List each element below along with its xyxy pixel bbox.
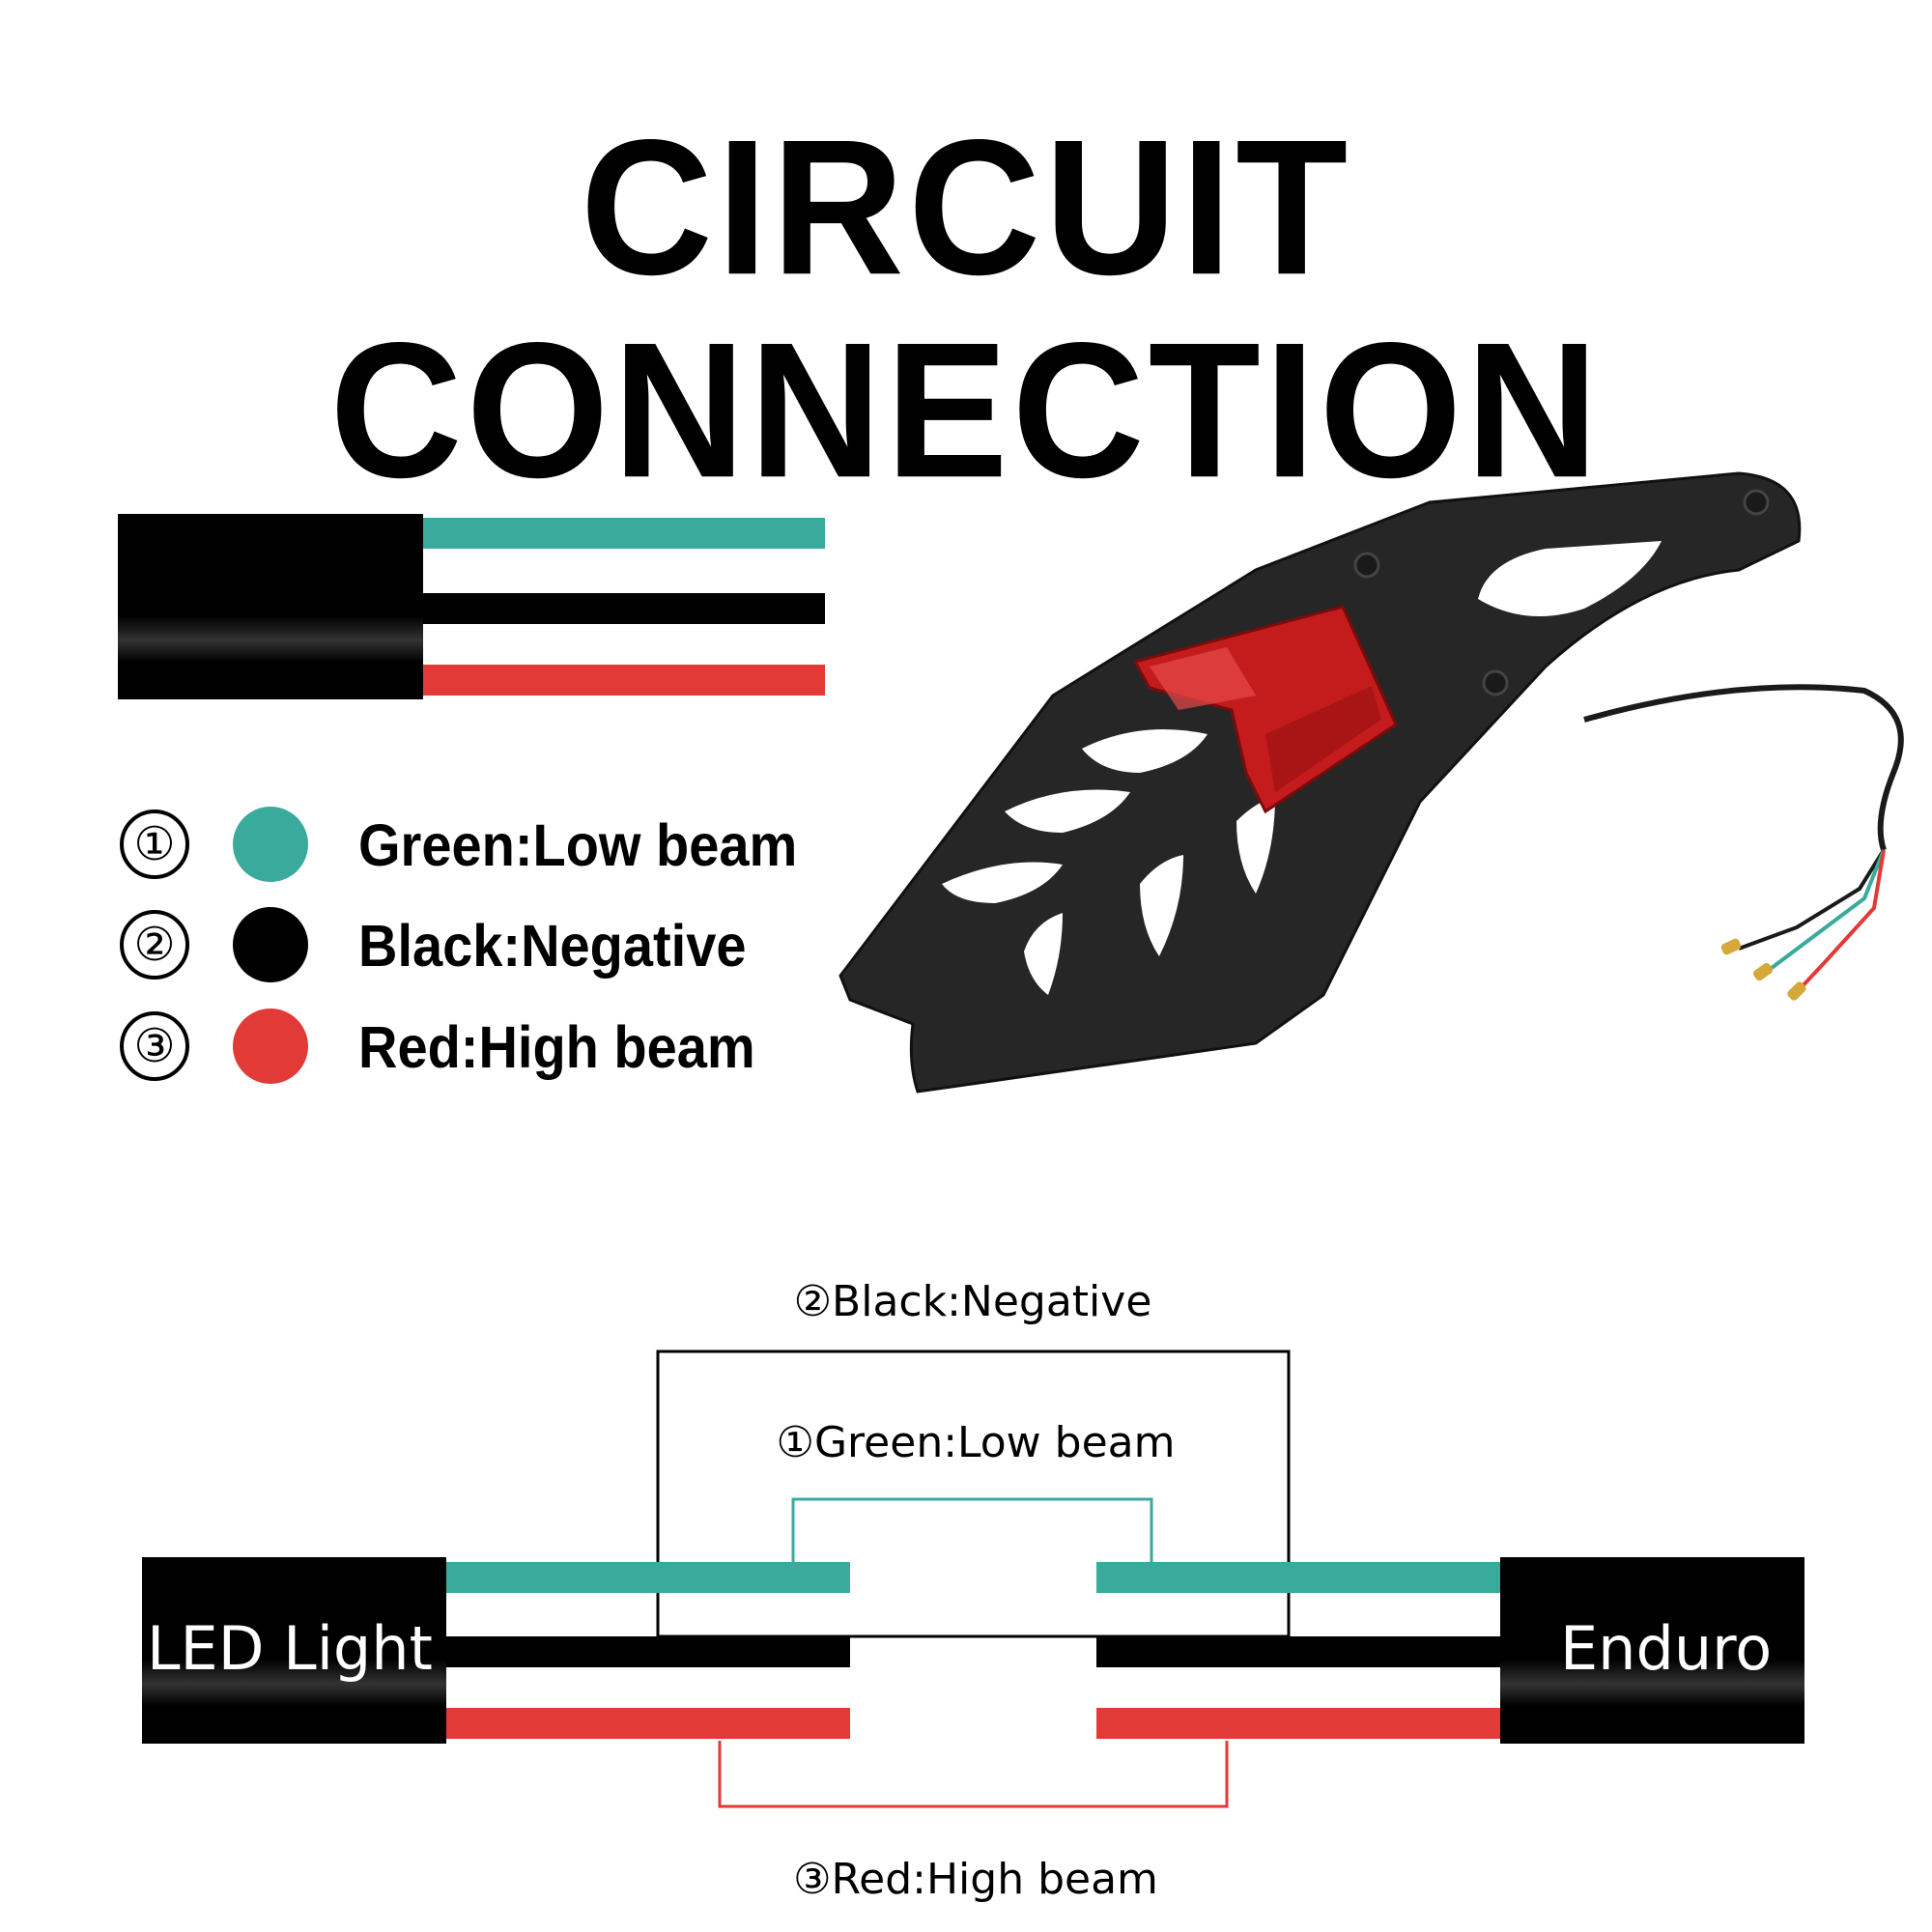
green-wire: [1096, 1562, 1502, 1593]
red-wire: [1096, 1708, 1502, 1739]
green-low-beam-label: ①Green:Low beam: [776, 1418, 1176, 1467]
led-light-label: LED Light: [147, 1613, 433, 1684]
legend-label: Black:Negative: [358, 911, 747, 979]
wire-harness: [1583, 684, 1904, 1001]
black-connection-line: [656, 1350, 1291, 1638]
red-dot: [233, 1009, 308, 1084]
green-wire: [423, 518, 825, 549]
enduro-label: Enduro: [1560, 1613, 1773, 1684]
red-wire: [423, 665, 825, 696]
red-connection-line: [718, 1741, 1229, 1808]
number-circle: ③: [120, 1011, 189, 1081]
number-circle: ①: [120, 810, 189, 879]
black-dot: [233, 907, 308, 982]
black-wire: [423, 593, 825, 624]
red-wire: [446, 1708, 850, 1739]
green-dot: [233, 807, 308, 882]
black-wire: [1096, 1636, 1502, 1667]
red-high-beam-label: ③Red:High beam: [793, 1855, 1158, 1904]
page-title: CIRCUIT CONNECTION: [329, 99, 1603, 519]
tail-light-lens: [1132, 605, 1398, 814]
black-negative-label: ②Black:Negative: [793, 1277, 1152, 1326]
legend-item-red: ③ Red:High beam: [120, 1008, 755, 1085]
black-wire: [446, 1636, 850, 1667]
green-wire: [446, 1562, 850, 1593]
legend-item-green: ① Green:Low beam: [120, 806, 797, 883]
fender-body: [838, 471, 1802, 1094]
connector-block: [118, 514, 423, 699]
legend-item-black: ② Black:Negative: [120, 906, 747, 983]
enduro-connector: [1500, 1557, 1804, 1744]
green-connection-line: [791, 1497, 1153, 1565]
number-circle: ②: [120, 910, 189, 980]
legend-label: Green:Low beam: [358, 810, 798, 878]
legend-label: Red:High beam: [358, 1012, 755, 1080]
led-light-connector: [142, 1557, 446, 1744]
